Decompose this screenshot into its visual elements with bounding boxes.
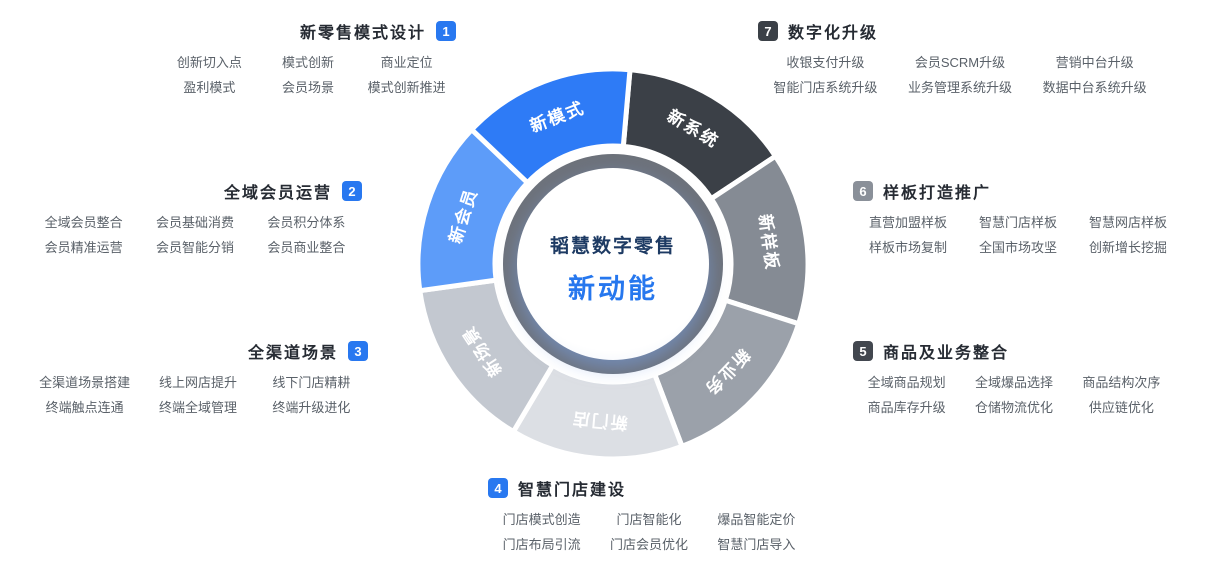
section-item: 门店模式创造 [502,512,581,527]
section-item: 智慧网店样板 [1088,215,1167,230]
section-item: 全域爆品选择 [974,375,1053,390]
center-subtitle: 新动能 [568,273,658,304]
section-number-badge: 2 [342,181,362,201]
section-title: 数字化升级 [788,25,879,42]
section-item: 商业定位 [380,55,433,70]
segment-label-new-store: 新门店 [570,408,629,433]
section-items: 直营加盟样板 智慧门店样板 智慧网店样板 样板市场复制 全国市场攻坚 创新增长挖… [853,215,1183,256]
section-item: 模式创新推进 [367,80,446,95]
section-item: 供应链优化 [1088,400,1154,415]
section-items: 创新切入点 模式创新 商业定位 盈利模式 会员场景 模式创新推进 [160,55,456,96]
section-new-retail-model-design: 新零售模式设计 1 创新切入点 模式创新 商业定位 盈利模式 会员场景 模式创新… [160,20,456,96]
section-number-badge: 7 [758,21,778,41]
section-sample-promotion: 6 样板打造推广 直营加盟样板 智慧门店样板 智慧网店样板 样板市场复制 全国市… [853,180,1183,256]
section-product-business: 5 商品及业务整合 全域商品规划 全域爆品选择 商品结构次序 商品库存升级 仓储… [853,340,1175,416]
section-item: 数据中台系统升级 [1042,80,1147,95]
section-smart-store: 4 智慧门店建设 门店模式创造 门店智能化 爆品智能定价 门店布局引流 门店会员… [488,477,810,553]
section-header: 7 数字化升级 [758,20,1162,42]
section-item: 爆品智能定价 [717,512,796,527]
donut-diagram: 新系统 新样板 新业务 新门店 新场景 新会员 新模式 韬慧数字零售 新动能 [415,66,811,462]
section-number-badge: 4 [488,478,508,498]
section-item: 创新切入点 [176,55,242,70]
section-item: 会员SCRM升级 [914,55,1006,70]
section-items: 全渠道场景搭建 线上网店提升 线下门店精耕 终端触点连通 终端全域管理 终端升级… [28,375,368,416]
section-item: 商品结构次序 [1082,375,1161,390]
section-number-badge: 6 [853,181,873,201]
section-item: 智慧门店导入 [717,537,796,552]
section-item: 直营加盟样板 [868,215,947,230]
section-item: 创新增长挖掘 [1088,240,1167,255]
section-item: 业务管理系统升级 [907,80,1012,95]
section-item: 线上网店提升 [158,375,237,390]
section-item: 门店会员优化 [609,537,688,552]
section-item: 全域商品规划 [867,375,946,390]
section-number-badge: 1 [436,21,456,41]
section-item: 会员积分体系 [267,215,346,230]
section-items: 收银支付升级 会员SCRM升级 营销中台升级 智能门店系统升级 业务管理系统升级… [758,55,1162,96]
section-item: 终端触点连通 [45,400,124,415]
section-item: 会员场景 [281,80,334,95]
section-item: 模式创新 [281,55,334,70]
segment-new-model [469,66,633,186]
section-item: 会员精准运营 [44,240,123,255]
section-item: 全国市场攻坚 [978,240,1057,255]
section-title: 新零售模式设计 [299,25,426,42]
section-header: 6 样板打造推广 [853,180,1183,202]
section-items: 门店模式创造 门店智能化 爆品智能定价 门店布局引流 门店会员优化 智慧门店导入 [488,512,810,553]
section-title: 全渠道场景 [247,345,338,362]
section-header: 5 商品及业务整合 [853,340,1175,362]
section-item: 终端全域管理 [158,400,237,415]
section-item: 终端升级进化 [272,400,351,415]
section-title: 全域会员运营 [223,185,332,202]
section-header: 全渠道场景 3 [28,340,368,362]
section-item: 仓储物流优化 [974,400,1053,415]
section-items: 全域会员整合 会员基础消费 会员积分体系 会员精准运营 会员智能分销 会员商业整… [28,215,362,256]
section-header: 4 智慧门店建设 [488,477,810,499]
section-item: 商品库存升级 [867,400,946,415]
section-item: 收银支付升级 [786,55,865,70]
section-number-badge: 5 [853,341,873,361]
section-item: 样板市场复制 [868,240,947,255]
section-item: 智慧门店样板 [978,215,1057,230]
section-item: 智能门店系统升级 [773,80,878,95]
section-item: 营销中台升级 [1055,55,1134,70]
section-member-operation: 全域会员运营 2 全域会员整合 会员基础消费 会员积分体系 会员精准运营 会员智… [28,180,362,256]
center-title: 韬慧数字零售 [550,234,676,257]
section-item: 会员商业整合 [267,240,346,255]
section-item: 线下门店精耕 [272,375,351,390]
section-title: 样板打造推广 [883,185,992,202]
section-item: 盈利模式 [183,80,236,95]
section-item: 门店智能化 [616,512,682,527]
section-item: 会员智能分销 [155,240,234,255]
section-number-badge: 3 [348,341,368,361]
section-item: 全域会员整合 [44,215,123,230]
section-item: 全渠道场景搭建 [39,375,131,390]
section-title: 智慧门店建设 [518,482,627,499]
section-omnichannel-scene: 全渠道场景 3 全渠道场景搭建 线上网店提升 线下门店精耕 终端触点连通 终端全… [28,340,368,416]
section-item: 门店布局引流 [502,537,581,552]
center-circle [517,168,709,360]
section-digital-upgrade: 7 数字化升级 收银支付升级 会员SCRM升级 营销中台升级 智能门店系统升级 … [758,20,1162,96]
section-items: 全域商品规划 全域爆品选择 商品结构次序 商品库存升级 仓储物流优化 供应链优化 [853,375,1175,416]
section-title: 商品及业务整合 [883,345,1010,362]
section-item: 会员基础消费 [155,215,234,230]
section-header: 新零售模式设计 1 [160,20,456,42]
section-header: 全域会员运营 2 [28,180,362,202]
